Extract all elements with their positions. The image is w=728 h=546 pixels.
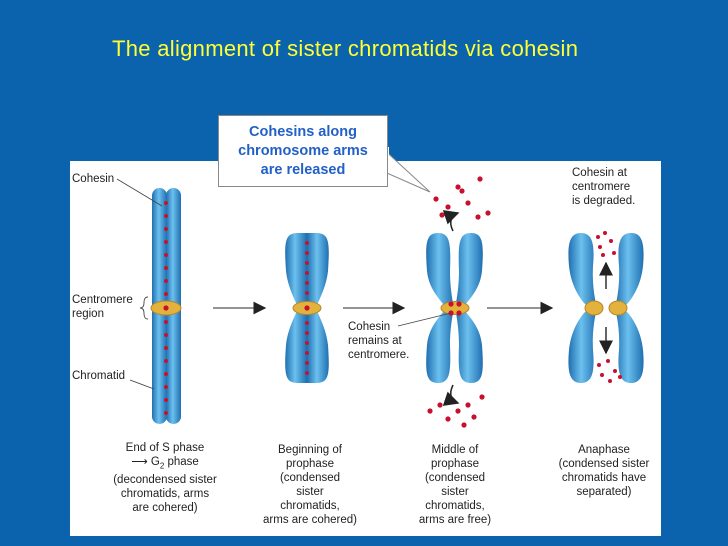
label-cohesin-remains-2: remains at [348,335,402,347]
caption-stage-2: Beginning of prophase (condensed sister … [263,444,357,526]
label-chromatid: Chromatid [72,370,126,382]
cohesin-remains-leader [397,312,452,327]
label-cohesin: Cohesin [72,173,115,185]
chromatid-leader-line [129,379,155,390]
callout-box: Cohesins along chromosome arms are relea… [218,115,388,187]
label-cohesin-remains-1: Cohesin [348,321,391,333]
chromosome-stage-1 [150,188,182,424]
caption-stage-3: Middle of prophase (condensed sister chr… [418,444,492,526]
label-centromere-2: region [72,308,104,320]
label-centromere-1: Centromere [72,294,133,306]
slide-title: The alignment of sister chromatids via c… [112,36,579,61]
cohesin-leader-line [116,178,163,207]
label-cohesin-degraded-3: is degraded. [572,195,636,207]
chromosome-stage-2 [285,233,329,383]
chromosome-stage-4 [568,231,644,383]
diagram-panel: Cohesin Centromere region Chromatid Cohe… [70,161,661,536]
chromosome-diagram [116,176,644,428]
caption-stage-4: Anaphase (condensed sister chromatids ha… [558,444,650,498]
label-cohesin-degraded-1: Cohesin at [572,167,627,179]
label-cohesin-degraded-2: centromere [572,181,631,193]
chromosome-stage-3 [426,176,491,428]
label-cohesin-remains-3: centromere. [348,349,410,361]
caption-stage-1: End of S phase ⟶ G2 phase (decondensed s… [113,442,217,515]
callout-tail [380,145,431,193]
centromere-bracket [139,296,149,320]
